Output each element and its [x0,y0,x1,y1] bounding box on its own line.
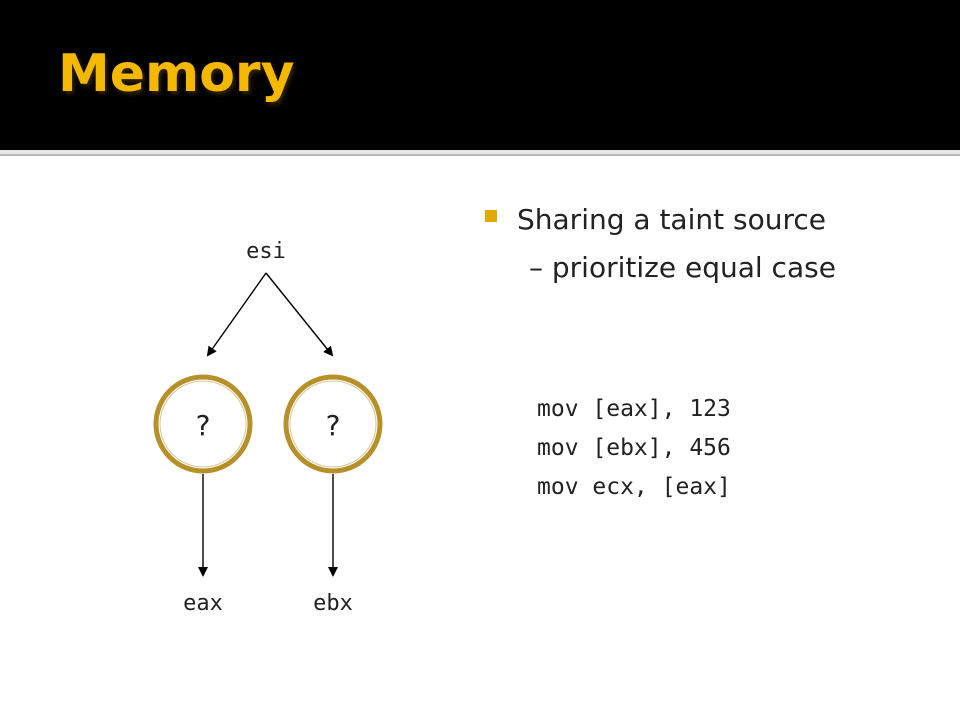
slide-title: Memory [58,44,295,104]
left-node-inner-ring [159,380,247,468]
right-node-ring [283,374,383,474]
output-label-ebx: ebx [313,591,353,616]
code-block: mov [eax], 123 mov [ebx], 456 mov ecx, [… [537,390,731,507]
title-bar [0,0,960,150]
right-node-inner-ring [289,380,377,468]
output-label-eax: eax [183,591,223,616]
title-divider [0,150,960,156]
code-line-2: mov [ebx], 456 [537,435,731,461]
code-line-3: mov ecx, [eax] [537,474,731,500]
right-node-label: ? [326,409,341,442]
left-node: ? [153,374,253,474]
bullet-text: Sharing a taint source – prioritize equa… [517,196,925,292]
right-node: ? [283,374,383,474]
left-node-label: ? [196,409,211,442]
source-label-esi: esi [246,239,286,264]
bullet-square-icon [485,210,497,222]
left-node-ring [153,374,253,474]
arrow-esi-to-left-node [206,272,267,357]
bullet-line-1: Sharing a taint source [517,203,826,236]
arrow-esi-to-right-node [265,272,334,357]
bullet-line-2: – prioritize equal case [529,251,836,284]
code-line-1: mov [eax], 123 [537,396,731,422]
